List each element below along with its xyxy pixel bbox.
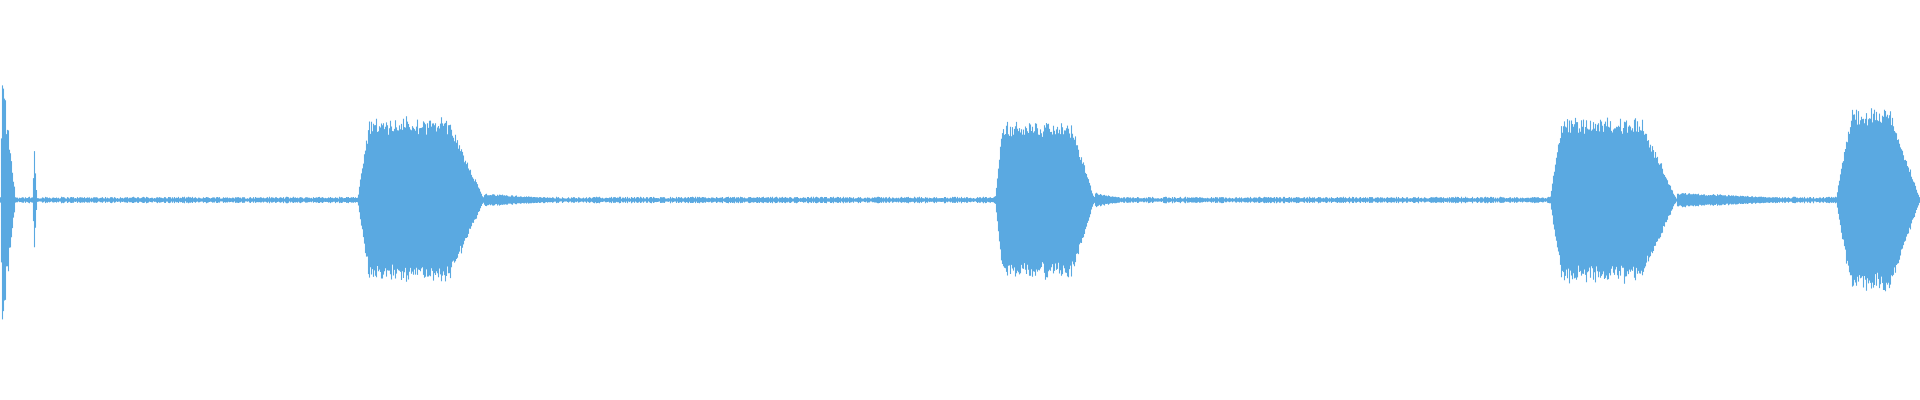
waveform-samples	[0, 85, 1920, 320]
waveform-path	[0, 85, 1920, 320]
